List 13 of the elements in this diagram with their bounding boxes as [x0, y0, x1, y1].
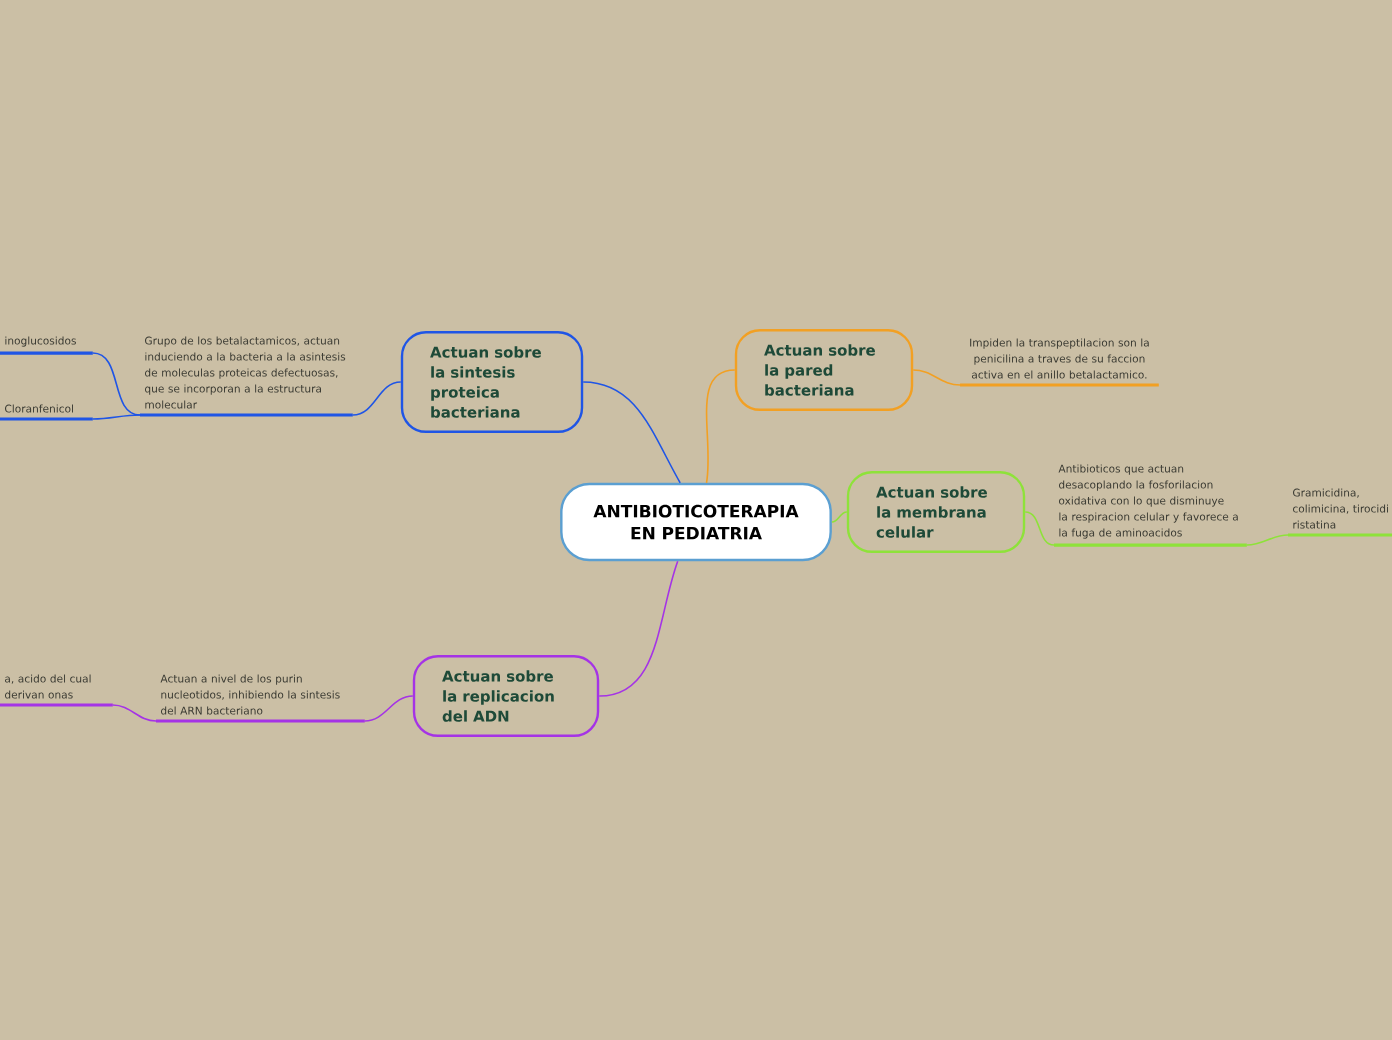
connector — [1246, 534, 1289, 546]
topic-box: ANTIBIOTICOTERAPIA EN PEDIATRIA — [560, 482, 832, 562]
connector — [92, 352, 141, 416]
connector — [912, 369, 961, 386]
connector — [582, 381, 681, 484]
connector — [352, 381, 402, 416]
connector — [831, 511, 848, 523]
connector — [364, 695, 414, 722]
connector — [92, 414, 141, 420]
connector — [598, 560, 679, 697]
connector — [1024, 511, 1055, 546]
connector — [112, 704, 157, 722]
connector — [705, 369, 736, 484]
